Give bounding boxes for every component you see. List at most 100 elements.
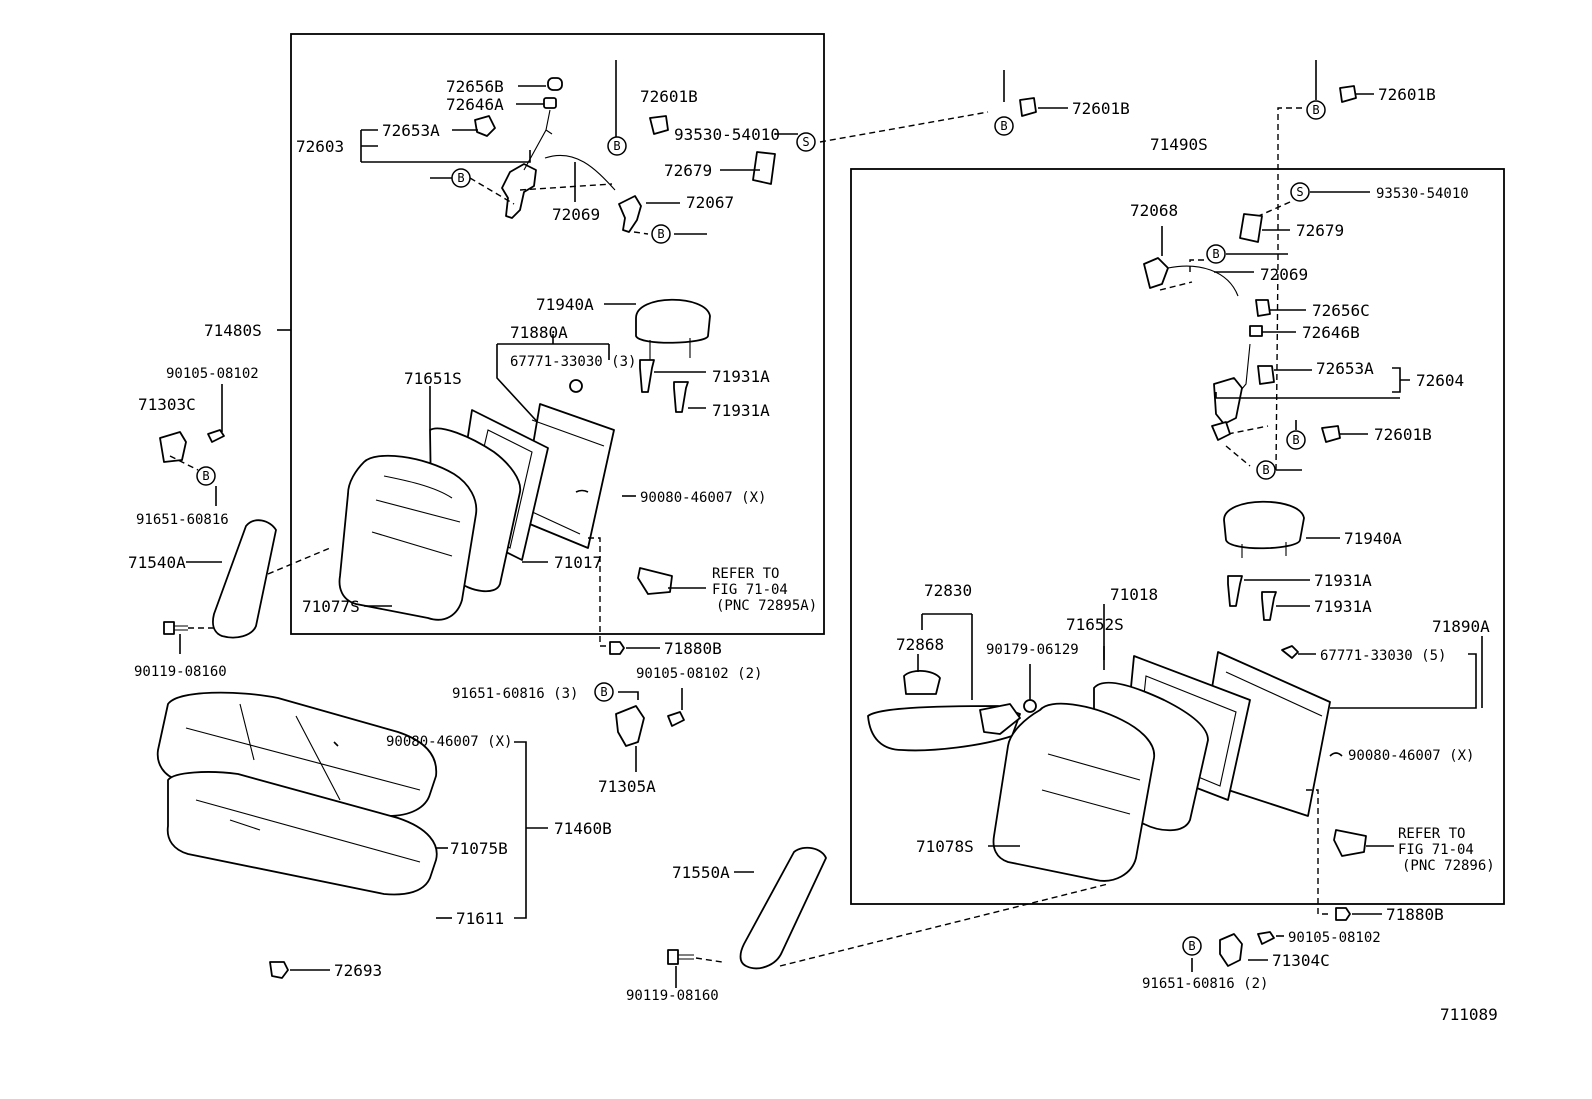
part-label-90119-08160: 90119-08160 [626, 988, 719, 1004]
part-label-71078S: 71078S [916, 837, 974, 856]
refer-note: REFER TO [1398, 826, 1465, 842]
svg-text:B: B [1292, 433, 1299, 447]
side-trim-71540A [212, 519, 277, 639]
part-label-91651-60816: 91651-60816 (3) [452, 686, 578, 702]
headrest-left [635, 298, 711, 360]
refer-note: FIG 71-04 [1398, 842, 1474, 858]
lock-assembly-left [474, 77, 776, 233]
seat-cushion [156, 691, 438, 896]
part-label-90105-08102: 90105-08102 (2) [636, 666, 762, 682]
part-label-72653A: 72653A [382, 121, 440, 140]
part-label-67771-33030: 67771-33030 (3) [510, 354, 636, 370]
part-label-72603: 72603 [296, 137, 344, 156]
part-label-72679: 72679 [1296, 221, 1344, 240]
part-label-72653A: 72653A [1316, 359, 1374, 378]
bolt-symbol: B [1286, 430, 1306, 450]
svg-text:B: B [1262, 463, 1269, 477]
part-label-67771-33030: 67771-33030 (5) [1320, 648, 1446, 664]
bolt-symbol: B [1256, 460, 1276, 480]
part-label-72693: 72693 [334, 961, 382, 980]
part-label-72656B: 72656B [446, 77, 504, 96]
part-label-90080-46007: 90080-46007 (X) [640, 490, 766, 506]
bolt-symbol: B [1182, 936, 1202, 956]
svg-text:B: B [657, 227, 664, 241]
part-label-72069: 72069 [1260, 265, 1308, 284]
part-label-72601B: 72601B [1374, 425, 1432, 444]
part-label-71303C: 71303C [138, 395, 196, 414]
bolt-symbol: B [451, 168, 471, 188]
part-label-71480S: 71480S [204, 321, 262, 340]
part-label-90080-46007: 90080-46007 (X) [1348, 748, 1474, 764]
part-label-72601B: 72601B [1072, 99, 1130, 118]
clip-72693 [269, 961, 289, 979]
bolt-symbol: B [1306, 100, 1326, 120]
bolt-symbol: B [594, 682, 614, 702]
part-label-71305A: 71305A [598, 777, 656, 796]
part-label-71880A: 71880A [510, 323, 568, 342]
part-label-90179-06129: 90179-06129 [986, 642, 1079, 658]
screw-symbol: S [796, 132, 816, 152]
part-label-71304C: 71304C [1272, 951, 1330, 970]
svg-text:B: B [1000, 119, 1007, 133]
part-label-90105-08102: 90105-08102 [166, 366, 259, 382]
side-trim-71550A [739, 846, 827, 970]
part-label-72646B: 72646B [1302, 323, 1360, 342]
part-label-72067: 72067 [686, 193, 734, 212]
part-label-71540A: 71540A [128, 553, 186, 572]
seatback-right [992, 651, 1331, 882]
part-label-90105-08102: 90105-08102 [1288, 930, 1381, 946]
bolt-symbol: B [196, 466, 216, 486]
hinge-71305A [615, 705, 685, 747]
part-label-72068: 72068 [1130, 201, 1178, 220]
part-label-91651-60816: 91651-60816 (2) [1142, 976, 1268, 992]
part-label-71018: 71018 [1110, 585, 1158, 604]
hinge-71303C [159, 429, 225, 463]
part-label-71931A: 71931A [1314, 597, 1372, 616]
svg-text:S: S [1296, 185, 1303, 199]
part-label-93530-54010: 93530-54010 [674, 125, 780, 144]
svg-text:B: B [1312, 103, 1319, 117]
headrest-right [1223, 500, 1305, 558]
part-label-93530-54010: 93530-54010 [1376, 186, 1469, 202]
screw-symbol: S [1290, 182, 1310, 202]
svg-text:B: B [457, 171, 464, 185]
part-label-71940A: 71940A [536, 295, 594, 314]
right-seatback-assembly-frame [850, 168, 1505, 905]
part-label-71490S: 71490S [1150, 135, 1208, 154]
refer-note: (PNC 72896) [1402, 858, 1495, 874]
part-label-72604: 72604 [1416, 371, 1464, 390]
part-label-71940A: 71940A [1344, 529, 1402, 548]
svg-text:B: B [600, 685, 607, 699]
svg-text:B: B [202, 469, 209, 483]
part-label-72679: 72679 [664, 161, 712, 180]
part-label-71611: 71611 [456, 909, 504, 928]
part-label-91651-60816: 91651-60816 [136, 512, 229, 528]
part-label-72868: 72868 [896, 635, 944, 654]
part-label-71017: 71017 [554, 553, 602, 572]
bolt-symbol: B [651, 224, 671, 244]
svg-text:B: B [1212, 247, 1219, 261]
bolt-90119-left [163, 621, 188, 635]
part-label-71652S: 71652S [1066, 615, 1124, 634]
armrest-72830 [867, 703, 1021, 752]
part-label-72830: 72830 [924, 581, 972, 600]
part-label-71460B: 71460B [554, 819, 612, 838]
seatback-left [338, 403, 615, 621]
part-label-72601B: 72601B [640, 87, 698, 106]
part-label-71931A: 71931A [1314, 571, 1372, 590]
part-label-71550A: 71550A [672, 863, 730, 882]
part-label-72646A: 72646A [446, 95, 504, 114]
part-label-71077S: 71077S [302, 597, 360, 616]
part-label-71880B: 71880B [1386, 905, 1444, 924]
part-label-72601B: 72601B [1378, 85, 1436, 104]
hinge-71304C [1219, 931, 1275, 967]
part-label-71075B: 71075B [450, 839, 508, 858]
part-label-72069: 72069 [552, 205, 600, 224]
bolt-90119-center [667, 949, 694, 965]
figure-id: 711089 [1440, 1005, 1498, 1024]
bolt-symbol: B [607, 136, 627, 156]
lock-assembly-right [1143, 257, 1239, 297]
bolt-symbol: B [1206, 244, 1226, 264]
cup-holder-72868 [903, 670, 941, 695]
